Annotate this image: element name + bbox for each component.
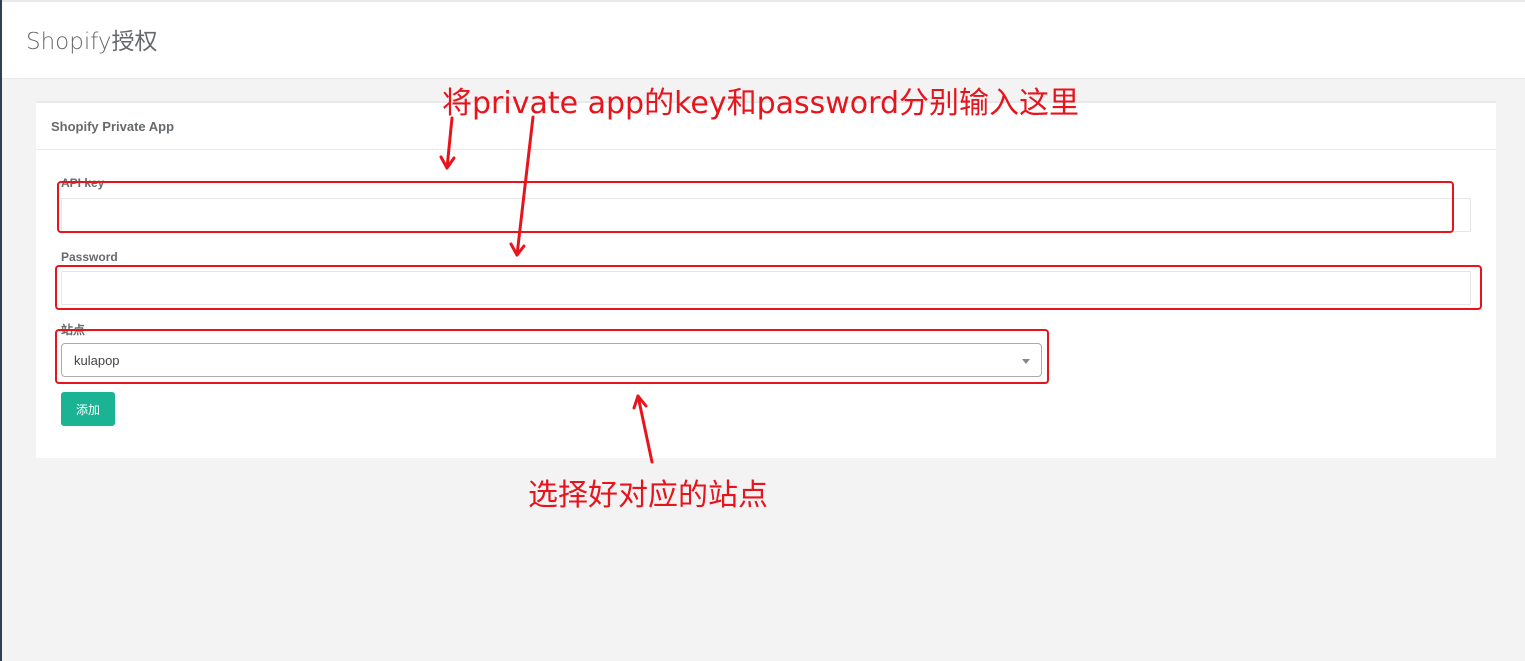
annotation-box-site — [55, 329, 1049, 384]
annotation-text-site: 选择好对应的站点 — [528, 478, 768, 513]
annotation-text-credentials: 将private app的key和password分别输入这里 — [442, 86, 1080, 121]
panel-header: Shopify Private App — [36, 103, 1496, 150]
top-border — [2, 0, 1525, 2]
site-select-value: kulapop — [74, 353, 120, 368]
api-key-label: API key — [61, 176, 105, 190]
password-label: Password — [61, 250, 118, 264]
dropdown-arrow-icon[interactable] — [1022, 359, 1030, 364]
site-select[interactable]: kulapop — [61, 343, 1042, 377]
sidebar-edge — [0, 0, 2, 661]
api-key-input[interactable] — [61, 198, 1471, 232]
page-title: Shopify授权 — [26, 29, 158, 55]
annotation-box-password — [55, 265, 1482, 310]
page-header: Shopify授权 — [2, 2, 1525, 79]
panel-title: Shopify Private App — [51, 119, 175, 134]
annotation-box-api-key — [57, 181, 1454, 233]
password-input[interactable] — [61, 271, 1471, 305]
add-button[interactable]: 添加 — [61, 392, 115, 426]
